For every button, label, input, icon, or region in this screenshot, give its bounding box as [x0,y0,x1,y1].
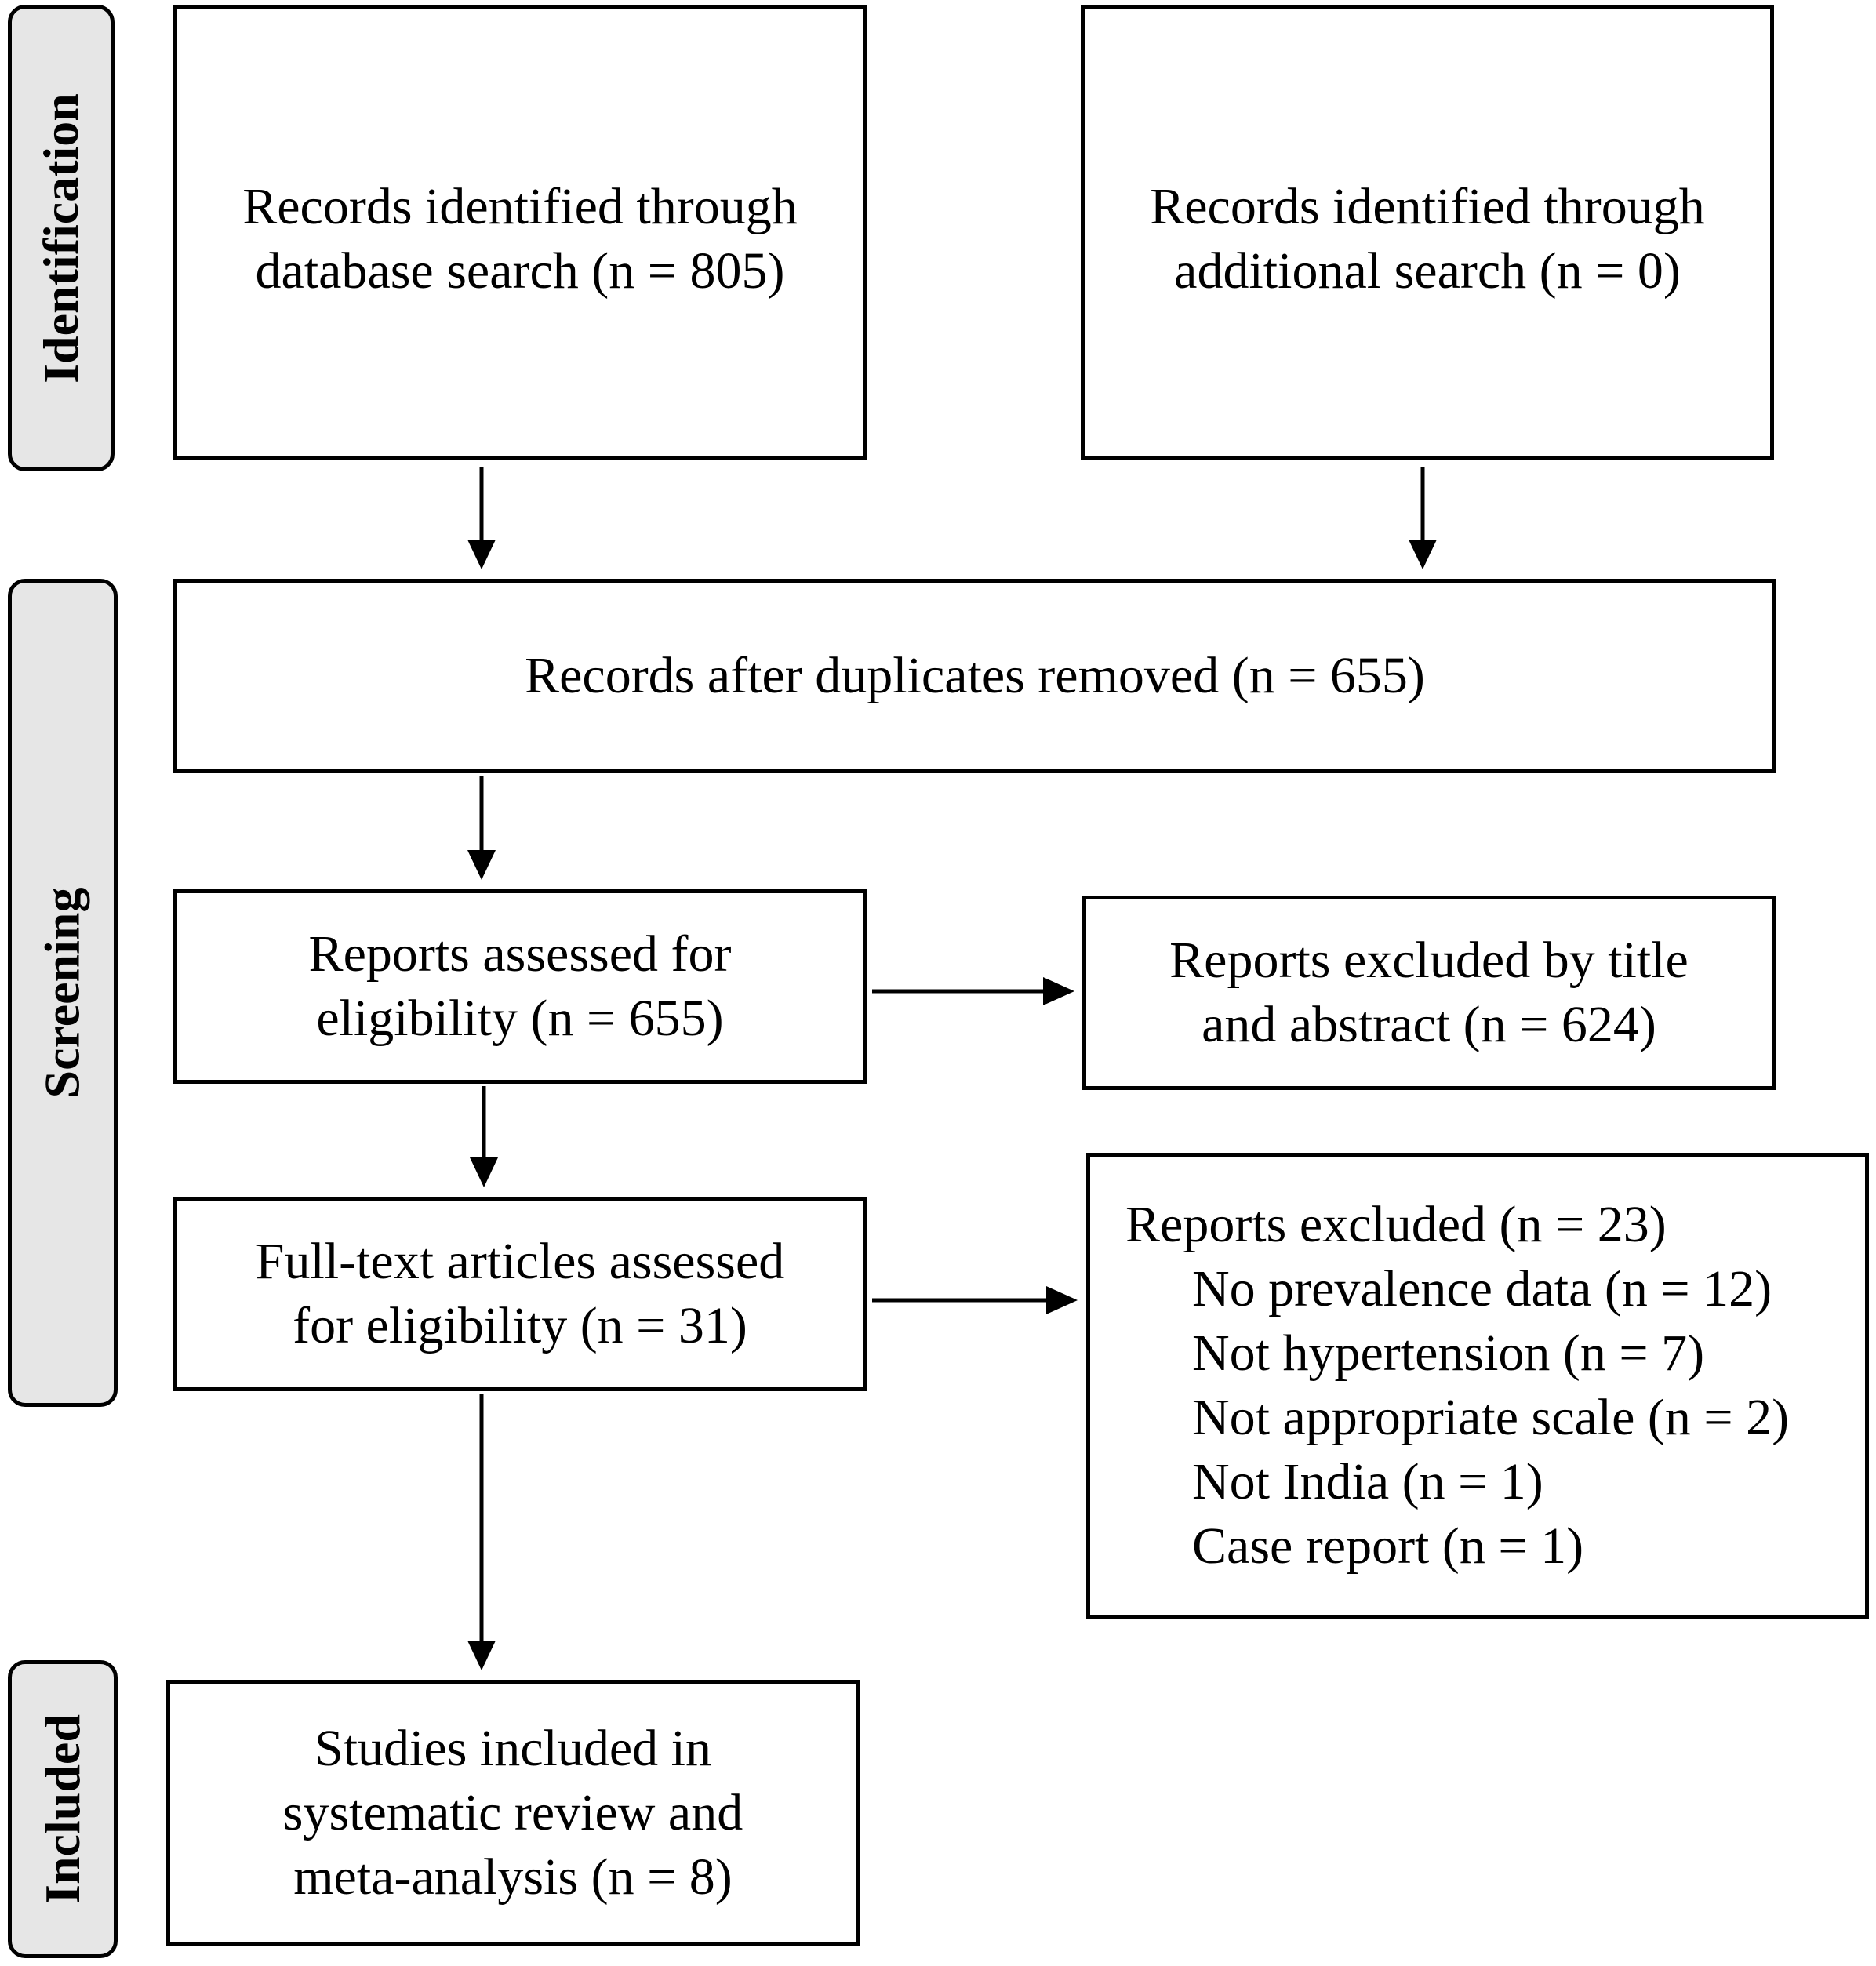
studies-included-line-1: Studies included in [314,1720,711,1777]
exclusion-reason: Not hypertension (n = 7) [1192,1325,1705,1382]
additional-search-line-1: Records identified through [1150,178,1705,235]
fulltext-assessed-box: Full-text articles assessed for eligibil… [173,1197,867,1391]
reports-assessed-box: Reports assessed for eligibility (n = 65… [173,889,867,1084]
fulltext-assessed-line-2: for eligibility (n = 31) [293,1297,747,1354]
studies-included-line-3: meta-analysis (n = 8) [293,1848,733,1906]
database-search-box: Records identified through database sear… [173,5,867,460]
exclusion-reason: No prevalence data (n = 12) [1192,1260,1772,1317]
additional-search-box: Records identified through additional se… [1081,5,1774,460]
arrowhead-additional [1409,540,1437,569]
database-search-line-2: database search (n = 805) [255,242,785,300]
phase-included: Included [8,1660,118,1958]
arrowhead-reports-excluded [1046,1286,1078,1314]
reports-excluded-box: Reports excluded (n = 23) No prevalence … [1086,1153,1869,1619]
fulltext-assessed-line-1: Full-text articles assessed [255,1233,785,1290]
excluded-title-abstract-line-2: and abstract (n = 624) [1202,996,1656,1053]
phase-identification: Identification [8,5,115,471]
duplicates-removed-line-1: Records after duplicates removed (n = 65… [525,647,1425,704]
phase-included-label: Included [35,1714,90,1904]
studies-included-box: Studies included in systematic review an… [166,1680,860,1946]
arrowhead-fulltext [470,1157,498,1187]
arrowhead-included [467,1641,496,1670]
excluded-title-abstract-line-1: Reports excluded by title [1169,932,1689,989]
reports-assessed-line-2: eligibility (n = 655) [316,990,724,1047]
reports-assessed-line-1: Reports assessed for [308,925,732,983]
studies-included-line-2: systematic review and [282,1784,743,1841]
reports-excluded-heading: Reports excluded (n = 23) [1125,1196,1667,1253]
arrowhead-title-abstract [1043,977,1074,1005]
arrowhead-duplicates [467,850,496,880]
phase-identification-label: Identification [33,93,89,383]
phase-screening: Screening [8,579,118,1407]
phase-screening-label: Screening [35,887,90,1099]
duplicates-removed-box: Records after duplicates removed (n = 65… [173,579,1776,773]
database-search-line-1: Records identified through [242,178,798,235]
excluded-title-abstract-box: Reports excluded by title and abstract (… [1082,896,1776,1090]
exclusion-reason: Not India (n = 1) [1192,1453,1543,1510]
exclusion-reason: Not appropriate scale (n = 2) [1192,1389,1790,1446]
arrowhead-database [467,540,496,569]
additional-search-line-2: additional search (n = 0) [1174,242,1681,300]
exclusion-reason: Case report (n = 1) [1192,1517,1584,1575]
